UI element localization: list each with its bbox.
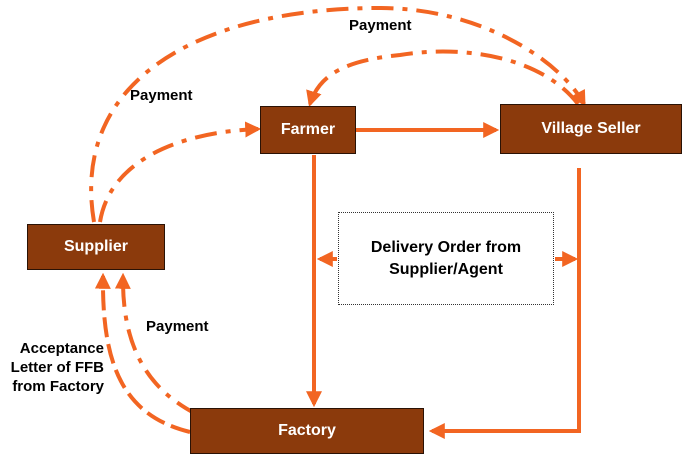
arrow-acceptance-factory-to-supplier: [94, 272, 191, 434]
node-factory: Factory: [190, 408, 424, 454]
arrow-payment-supplier-to-farmer: [98, 121, 262, 223]
label-payment-left: Payment: [130, 87, 193, 104]
node-farmer: Farmer: [260, 106, 356, 154]
node-farmer-label: Farmer: [280, 121, 336, 138]
arrow-village-seller-to-factory: [428, 168, 581, 439]
arrow-payment-factory-to-supplier: [114, 272, 197, 416]
acceptance-line-2: Letter of FFB: [10, 359, 104, 376]
label-payment-bottom: Payment: [146, 318, 209, 335]
note-line-1: Delivery Order from: [370, 238, 522, 256]
acceptance-line-1: Acceptance: [19, 340, 104, 357]
node-supplier-label: Supplier: [63, 238, 128, 255]
delivery-order-note: Delivery Order from Supplier/Agent: [338, 212, 554, 305]
node-village-seller: Village Seller: [500, 104, 682, 154]
note-line-2: Supplier/Agent: [389, 260, 503, 278]
node-factory-label: Factory: [278, 422, 336, 439]
arrow-payment-village-seller-to-farmer: [306, 49, 580, 108]
arrow-payment-supplier-to-village-seller: [89, 5, 586, 223]
node-village-seller-label: Village Seller: [541, 120, 641, 137]
node-supplier: Supplier: [27, 224, 165, 270]
label-payment-top: Payment: [349, 17, 412, 34]
label-acceptance-letter: Acceptance Letter of FFB from Factory: [2, 339, 104, 396]
acceptance-line-3: from Factory: [12, 378, 104, 395]
